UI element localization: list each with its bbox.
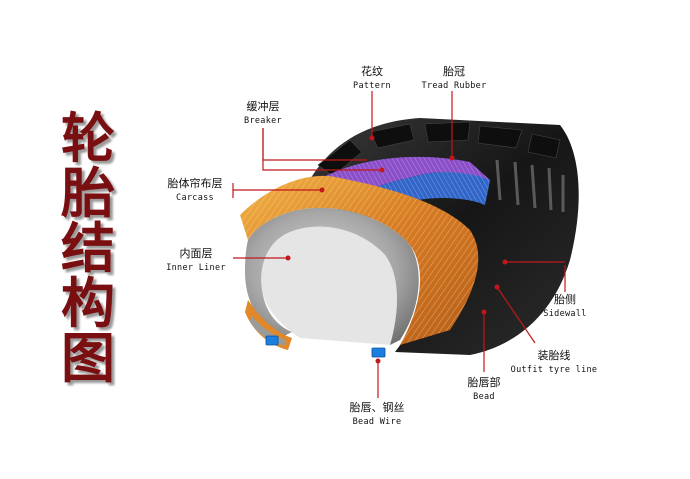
label-bead-en: Bead <box>473 392 495 402</box>
label-bead-wire-zh: 胎唇、钢丝 <box>349 401 405 414</box>
label-bead-wire: 胎唇、钢丝 Bead Wire <box>334 402 420 427</box>
label-outfit-line-en: Outfit tyre line <box>510 365 598 375</box>
tread-blocks <box>317 121 561 177</box>
label-outfit-line-zh: 装胎线 <box>537 349 571 362</box>
label-bead-zh: 胎唇部 <box>467 376 501 389</box>
label-breaker-zh: 缓冲层 <box>246 100 280 113</box>
title-char-5: 图 <box>61 326 115 390</box>
label-tread: 胎冠 Tread Rubber <box>412 66 496 91</box>
label-outfit-line: 装胎线 Outfit tyre line <box>500 350 608 375</box>
label-pattern: 花纹 Pattern <box>340 66 404 91</box>
label-sidewall: 胎侧 Sidewall <box>532 294 598 319</box>
label-bead: 胎唇部 Bead <box>452 377 516 402</box>
leader-lines <box>232 91 566 398</box>
label-pattern-en: Pattern <box>353 81 391 91</box>
label-tread-zh: 胎冠 <box>443 65 465 78</box>
title-char-3: 结 <box>61 216 115 280</box>
lower-sidewall-left <box>245 300 292 350</box>
label-bead-wire-en: Bead Wire <box>352 417 402 427</box>
label-carcass: 胎体帘布层 Carcass <box>158 178 232 203</box>
label-sidewall-en: Sidewall <box>543 309 587 319</box>
label-inner-liner: 内面层 Inner Liner <box>158 248 234 273</box>
bead-wire-right <box>371 347 386 358</box>
shoulder-grooves <box>495 159 565 212</box>
title-char-1: 轮 <box>61 106 115 170</box>
label-carcass-zh: 胎体帘布层 <box>167 177 223 190</box>
label-carcass-en: Carcass <box>176 193 214 203</box>
leader-dots <box>285 135 508 364</box>
inner-liner-surface <box>245 207 419 345</box>
title-char-4: 构 <box>61 271 115 335</box>
label-tread-en: Tread Rubber <box>421 81 487 91</box>
bead-wire-left <box>265 335 279 346</box>
title-char-2: 胎 <box>61 161 115 225</box>
label-breaker: 缓冲层 Breaker <box>228 101 298 126</box>
label-inner-liner-zh: 内面层 <box>179 247 213 260</box>
label-inner-liner-en: Inner Liner <box>166 263 226 273</box>
label-sidewall-zh: 胎侧 <box>554 293 576 306</box>
label-pattern-zh: 花纹 <box>361 65 383 78</box>
label-breaker-en: Breaker <box>244 116 282 126</box>
